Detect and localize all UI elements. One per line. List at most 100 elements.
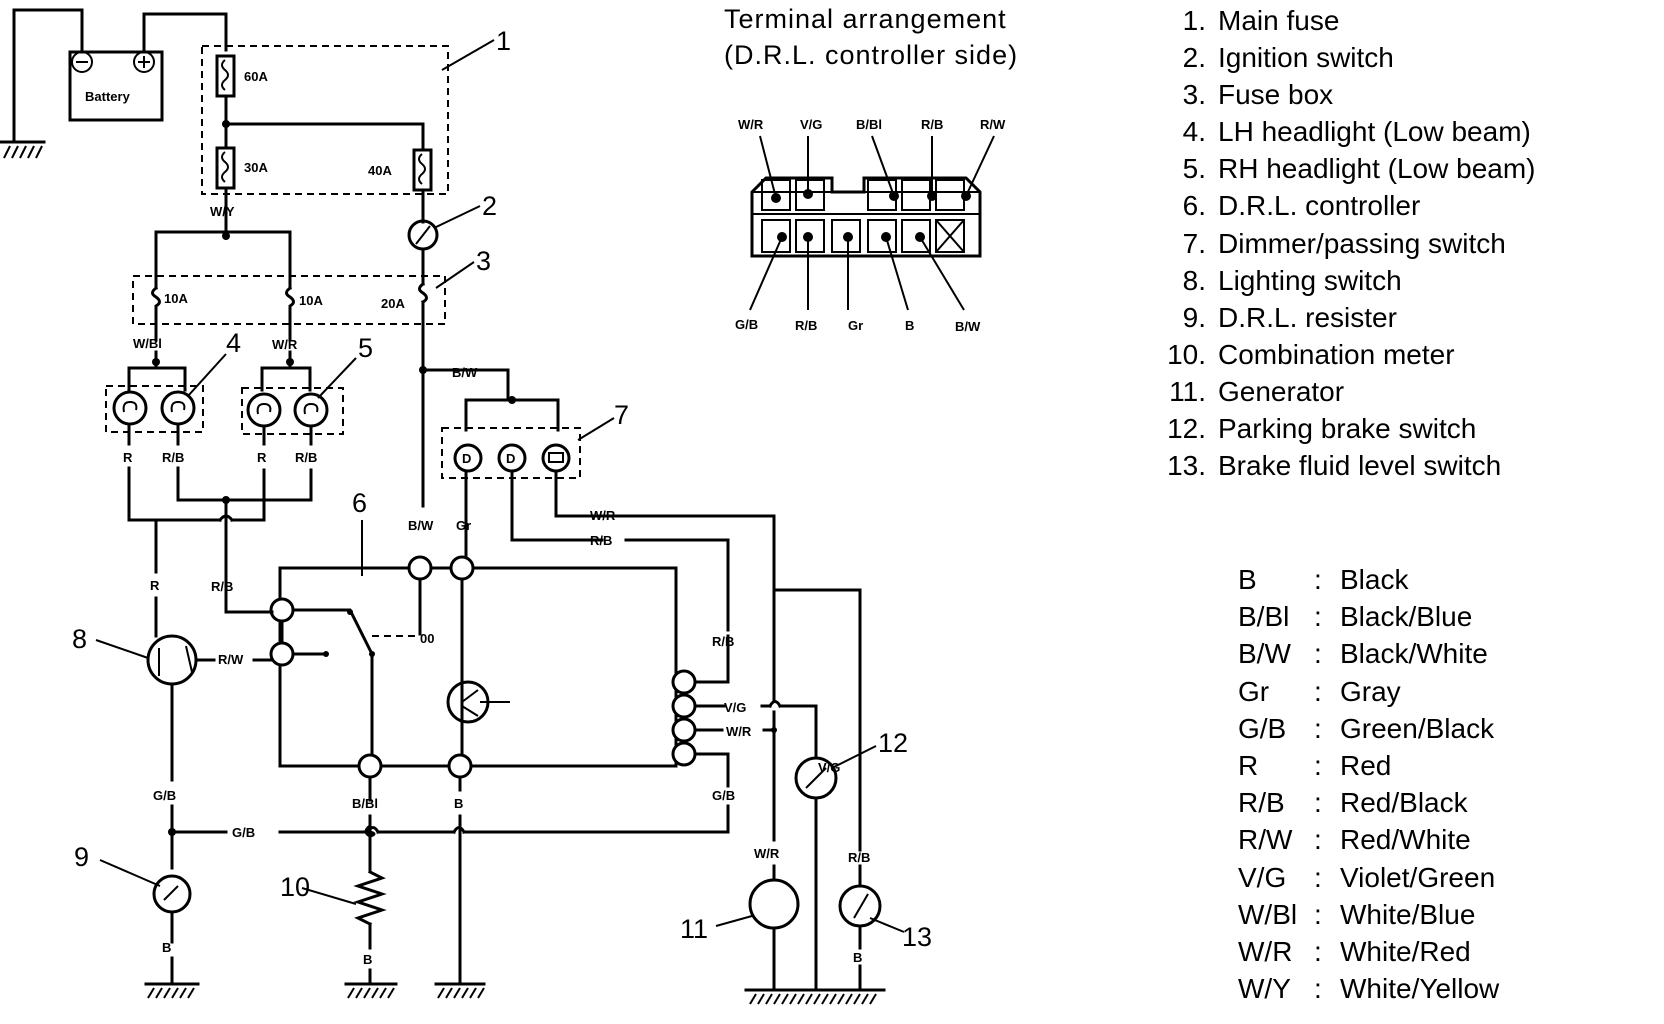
pin-label: R/B [795,318,817,333]
wire-color-code: R [1238,749,1259,781]
wire-color-code: V/G [1238,861,1287,893]
svg-text:12: 12 [878,728,908,758]
fuse-60a-label: 60A [244,69,268,84]
wire-label: W/R [272,337,298,352]
svg-text:5: 5 [358,333,373,363]
wire-color-code: G/B [1238,712,1287,744]
drl-controller: 00 [269,555,697,779]
wire-label: R/B [295,450,317,465]
wire-label: R/B [848,850,870,865]
component-name: Fuse box [1218,79,1334,111]
fuse-20a: 20A [381,281,428,311]
wire-label: R/B [712,634,734,649]
pin-label: W/R [738,117,764,132]
separator: : [1314,601,1322,633]
wire-color-item: R/W:Red/White [1238,821,1499,858]
main-fuse-box [201,45,449,195]
component-number: 4. [1182,116,1206,148]
svg-text:7: 7 [614,400,629,430]
wire-color-item: V/G:Violet/Green [1238,859,1499,896]
wire-color-item: R/B:Red/Black [1238,784,1499,821]
separator: : [1314,898,1322,930]
wire-color-code: W/R [1238,935,1293,967]
battery-label: Battery [85,89,131,104]
component-number: 7. [1182,227,1206,259]
component-legend-item: 4.LH headlight (Low beam) [1150,113,1536,150]
svg-text:9: 9 [74,842,89,872]
wire-label: R [150,578,160,593]
wire-label: R/B [211,579,233,594]
component-name: Dimmer/passing switch [1218,227,1506,259]
wire-color-name: Green/Black [1340,712,1495,744]
component-legend-item: 10.Combination meter [1150,336,1536,373]
pin-label: B/Bl [856,117,882,132]
wire-label: R [257,450,267,465]
component-name: Generator [1218,375,1345,407]
component-number: 13. [1167,450,1206,482]
terminal-connector [749,135,995,311]
component-number: 1. [1182,5,1206,36]
wire-color-name: Black/Blue [1340,601,1473,633]
wire-color-item: R:Red [1238,747,1499,784]
wire-color-name: White/Red [1340,935,1471,967]
terminal-subtitle: (D.R.L. controller side) [724,40,1019,70]
wire-label: R/B [590,533,612,548]
wire-label: W/Y [210,204,235,219]
wire-label: W/Bl [133,336,162,351]
pin-label: B [905,318,914,333]
fuse-10a-label: 10A [299,293,323,308]
wire-color-name: Violet/Green [1340,861,1496,893]
wire-color-code: R/W [1238,824,1293,856]
wire-label: G/B [153,788,176,803]
wire-label: G/B [232,825,255,840]
component-number: 3. [1182,79,1206,111]
fuse-10a-label: 10A [164,291,188,306]
wire-label: V/G [724,700,746,715]
svg-text:D: D [462,451,471,466]
wire-color-item: B/W:Black/White [1238,635,1499,672]
wire-label: B [853,950,862,965]
wire-label: G/B [712,788,735,803]
ground-symbol [434,982,486,999]
fuse-30a-label: 30A [244,160,268,175]
separator: : [1314,638,1322,670]
dimmer-passing-switch [146,634,198,686]
separator: : [1314,564,1322,595]
wire-label: B/W [452,365,478,380]
drl-resister [353,869,387,927]
separator: : [1314,935,1322,967]
wire-label: R/B [162,450,184,465]
fuse-30a: 30A [215,146,268,190]
component-name: Parking brake switch [1218,413,1477,445]
wire-color-name: Black [1340,564,1409,595]
wire-color-code: W/Bl [1238,898,1298,930]
wire-label: W/R [754,846,780,861]
component-name: Lighting switch [1218,264,1402,296]
wire-color-name: Gray [1340,675,1401,707]
wire-label: B [363,952,372,967]
pin-label: R/B [921,117,943,132]
svg-text:6: 6 [352,488,367,518]
fuse-60a: 60A [215,54,268,98]
svg-text:11: 11 [680,914,708,944]
wire-color-name: Red [1340,749,1392,781]
wire-label: B/Bl [352,796,378,811]
pin-label: B/W [955,319,981,334]
svg-text:1: 1 [496,26,511,56]
svg-text:13: 13 [902,922,932,952]
wire-label: W/R [726,724,752,739]
pin-label: G/B [735,317,758,332]
ground-symbol [0,140,46,159]
separator: : [1314,675,1322,707]
component-name: Ignition switch [1218,42,1394,74]
lh-headlight [105,385,204,433]
component-name: RH headlight (Low beam) [1218,153,1536,185]
wire-color-code: W/Y [1238,973,1291,1005]
fuse-10a-rh: 10A [285,285,323,342]
wire-color-item: Gr:Gray [1238,673,1499,710]
component-number: 11. [1169,375,1206,407]
separator: : [1314,712,1322,744]
wire-color-code: B/W [1238,638,1291,670]
lighting-switch [152,874,192,914]
fuse-40a: 40A [368,148,433,192]
